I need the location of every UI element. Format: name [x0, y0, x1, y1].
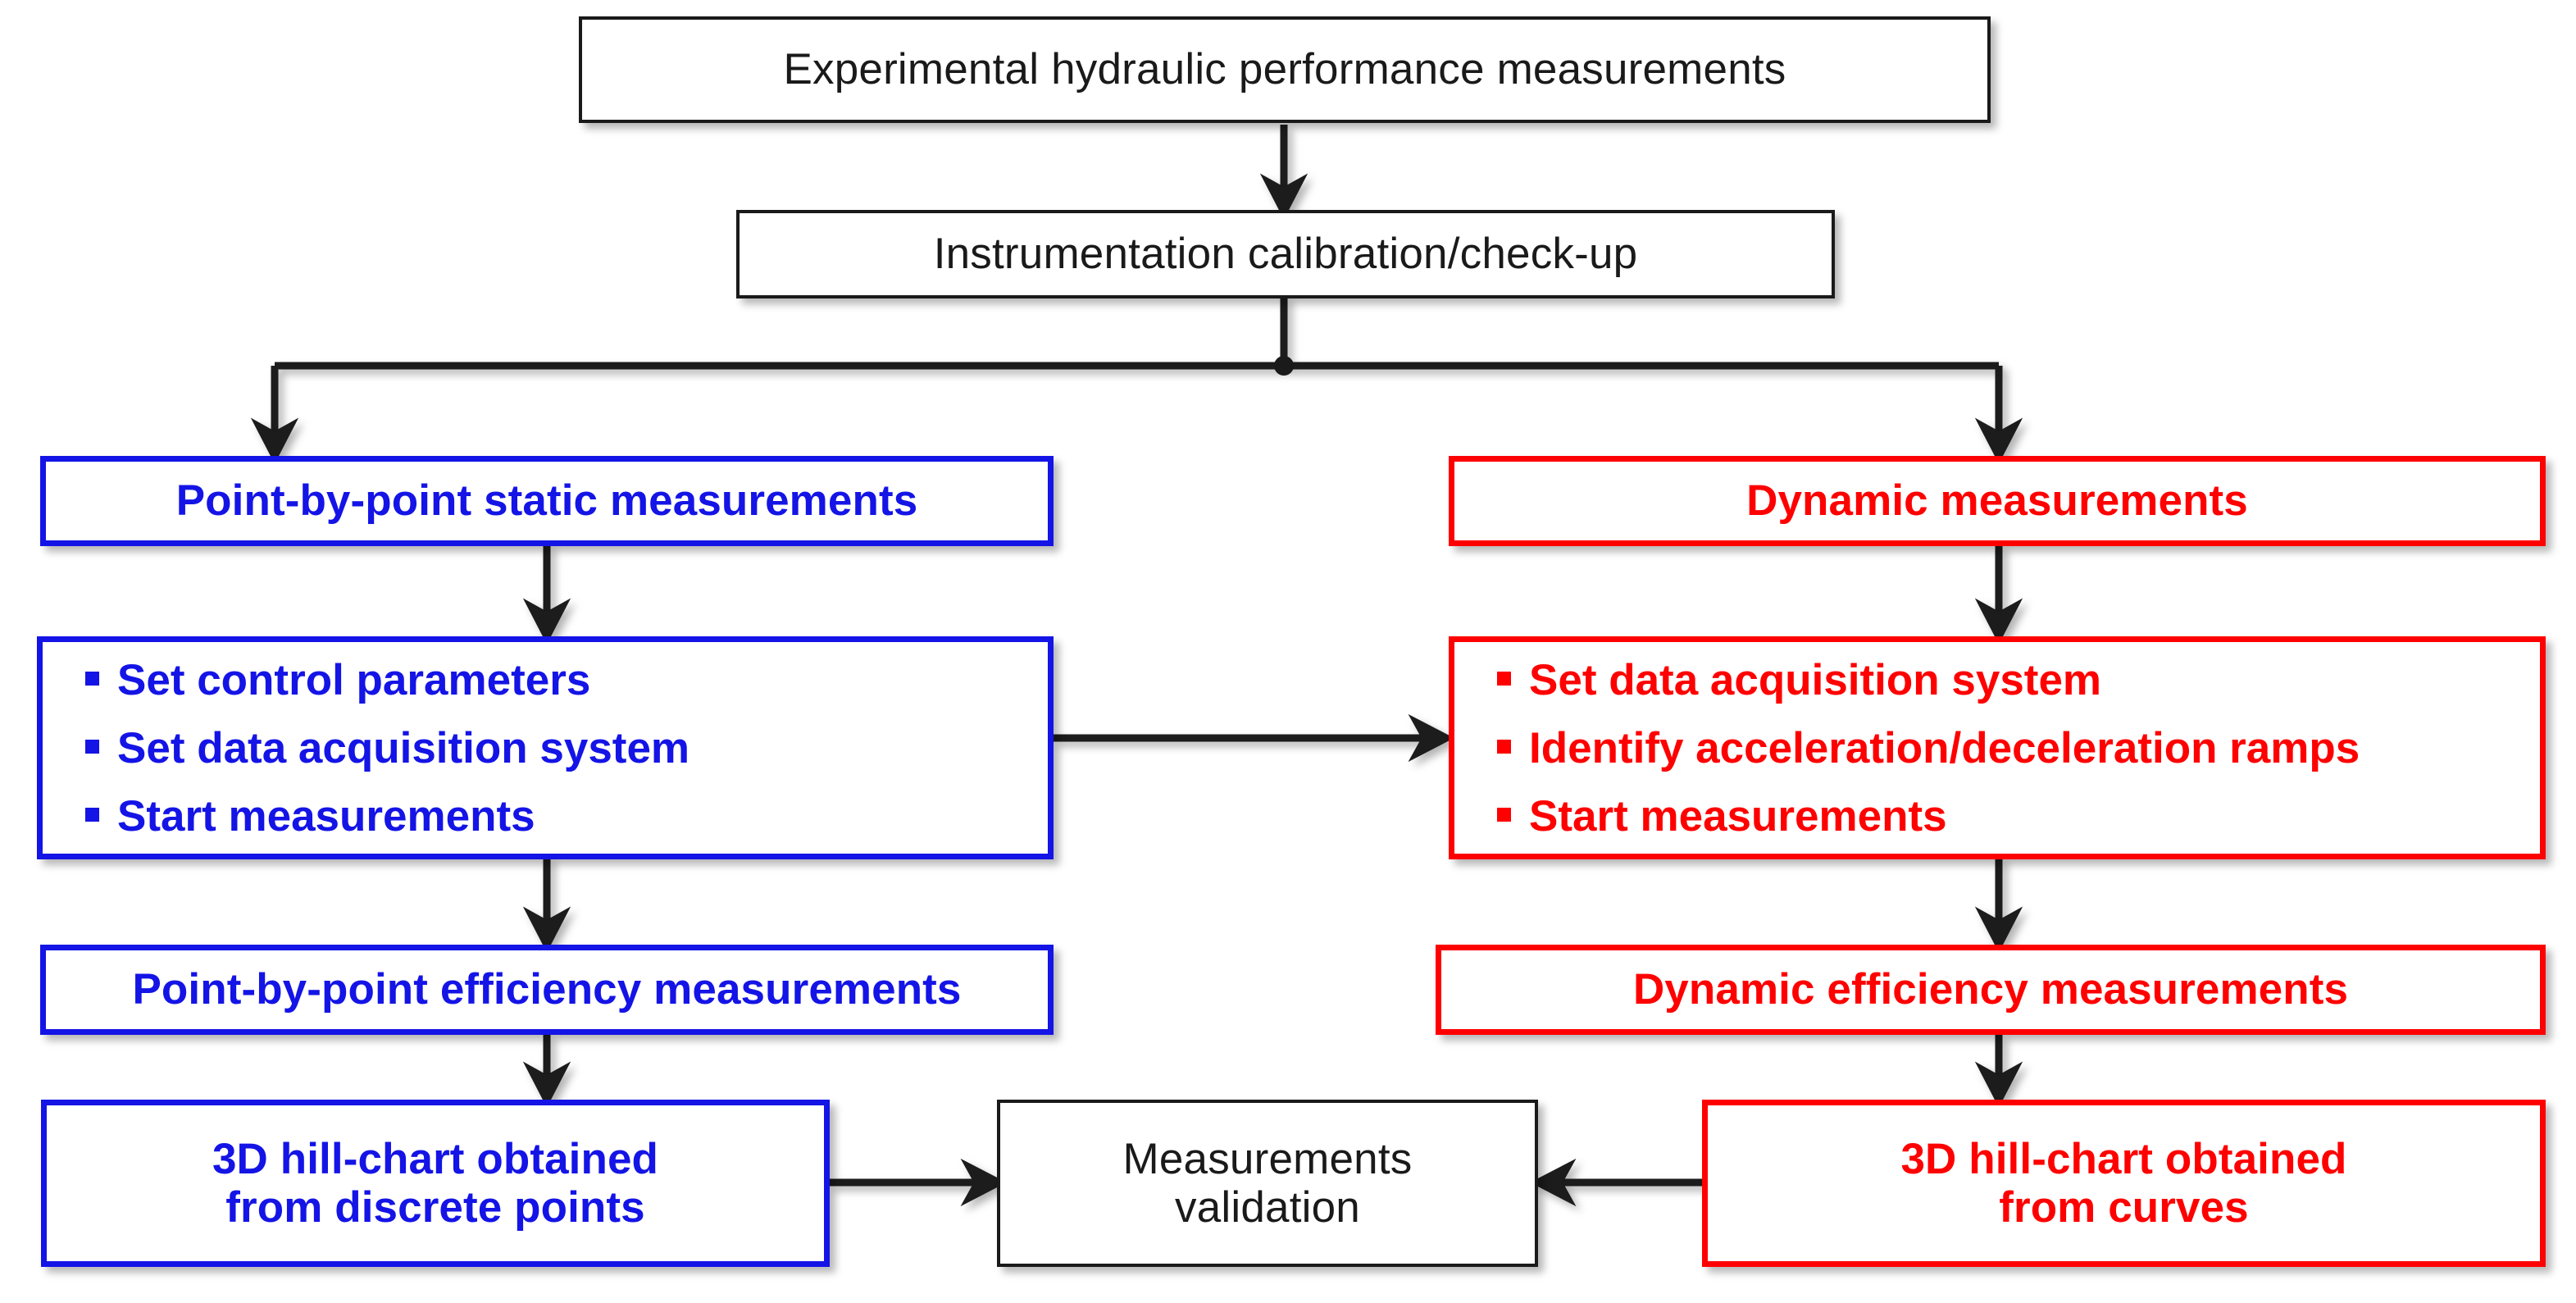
- node-hill-chart-curves-label: 3D hill-chart obtained from curves: [1900, 1134, 2347, 1232]
- node-hill-chart-discrete-label: 3D hill-chart obtained from discrete poi…: [212, 1134, 659, 1232]
- dynamic-steps-list: Set data acquisition system Identify acc…: [1497, 658, 2540, 838]
- list-item-label: Start measurements: [1529, 791, 1947, 841]
- node-static-efficiency-label: Point-by-point efficiency measurements: [132, 965, 962, 1014]
- bullet-square-icon: [1497, 671, 1511, 686]
- node-static-efficiency[interactable]: Point-by-point efficiency measurements: [40, 945, 1054, 1035]
- list-item[interactable]: Set data acquisition system: [1497, 658, 2540, 702]
- bullet-square-icon: [85, 739, 99, 754]
- node-measurements-validation[interactable]: Measurements validation: [997, 1100, 1538, 1267]
- bullet-square-icon: [1497, 807, 1511, 822]
- bullet-square-icon: [1497, 739, 1511, 754]
- node-dynamic-efficiency[interactable]: Dynamic efficiency measurements: [1436, 945, 2546, 1035]
- node-hill-chart-curves[interactable]: 3D hill-chart obtained from curves: [1702, 1100, 2546, 1267]
- bullet-square-icon: [85, 671, 99, 686]
- node-static-steps[interactable]: Set control parameters Set data acquisit…: [37, 636, 1054, 859]
- list-item-label: Set control parameters: [117, 655, 591, 704]
- node-dynamic-measurements-header[interactable]: Dynamic measurements: [1449, 456, 2546, 546]
- list-item-label: Identify acceleration/deceleration ramps: [1529, 723, 2360, 772]
- list-item[interactable]: Start measurements: [85, 795, 1048, 838]
- node-experimental-measurements-label: Experimental hydraulic performance measu…: [783, 45, 1786, 94]
- node-instrumentation-calibration-label: Instrumentation calibration/check-up: [933, 230, 1638, 279]
- node-measurements-validation-label: Measurements validation: [1122, 1134, 1413, 1232]
- list-item[interactable]: Start measurements: [1497, 795, 2540, 838]
- list-item-label: Start measurements: [117, 791, 535, 841]
- bullet-square-icon: [85, 807, 99, 822]
- node-instrumentation-calibration[interactable]: Instrumentation calibration/check-up: [736, 210, 1835, 298]
- list-item[interactable]: Set data acquisition system: [85, 727, 1048, 770]
- list-item[interactable]: Identify acceleration/deceleration ramps: [1497, 727, 2540, 770]
- node-static-measurements-header-label: Point-by-point static measurements: [175, 476, 918, 526]
- static-steps-list: Set control parameters Set data acquisit…: [85, 658, 1048, 838]
- list-item[interactable]: Set control parameters: [85, 658, 1048, 702]
- junction-dot: [1274, 356, 1294, 376]
- node-dynamic-steps[interactable]: Set data acquisition system Identify acc…: [1449, 636, 2546, 859]
- node-hill-chart-discrete[interactable]: 3D hill-chart obtained from discrete poi…: [41, 1100, 830, 1267]
- node-static-measurements-header[interactable]: Point-by-point static measurements: [40, 456, 1054, 546]
- list-item-label: Set data acquisition system: [1529, 655, 2102, 704]
- node-experimental-measurements[interactable]: Experimental hydraulic performance measu…: [579, 16, 1991, 123]
- list-item-label: Set data acquisition system: [117, 723, 690, 772]
- node-dynamic-efficiency-label: Dynamic efficiency measurements: [1632, 965, 2349, 1014]
- node-dynamic-measurements-header-label: Dynamic measurements: [1746, 476, 2248, 526]
